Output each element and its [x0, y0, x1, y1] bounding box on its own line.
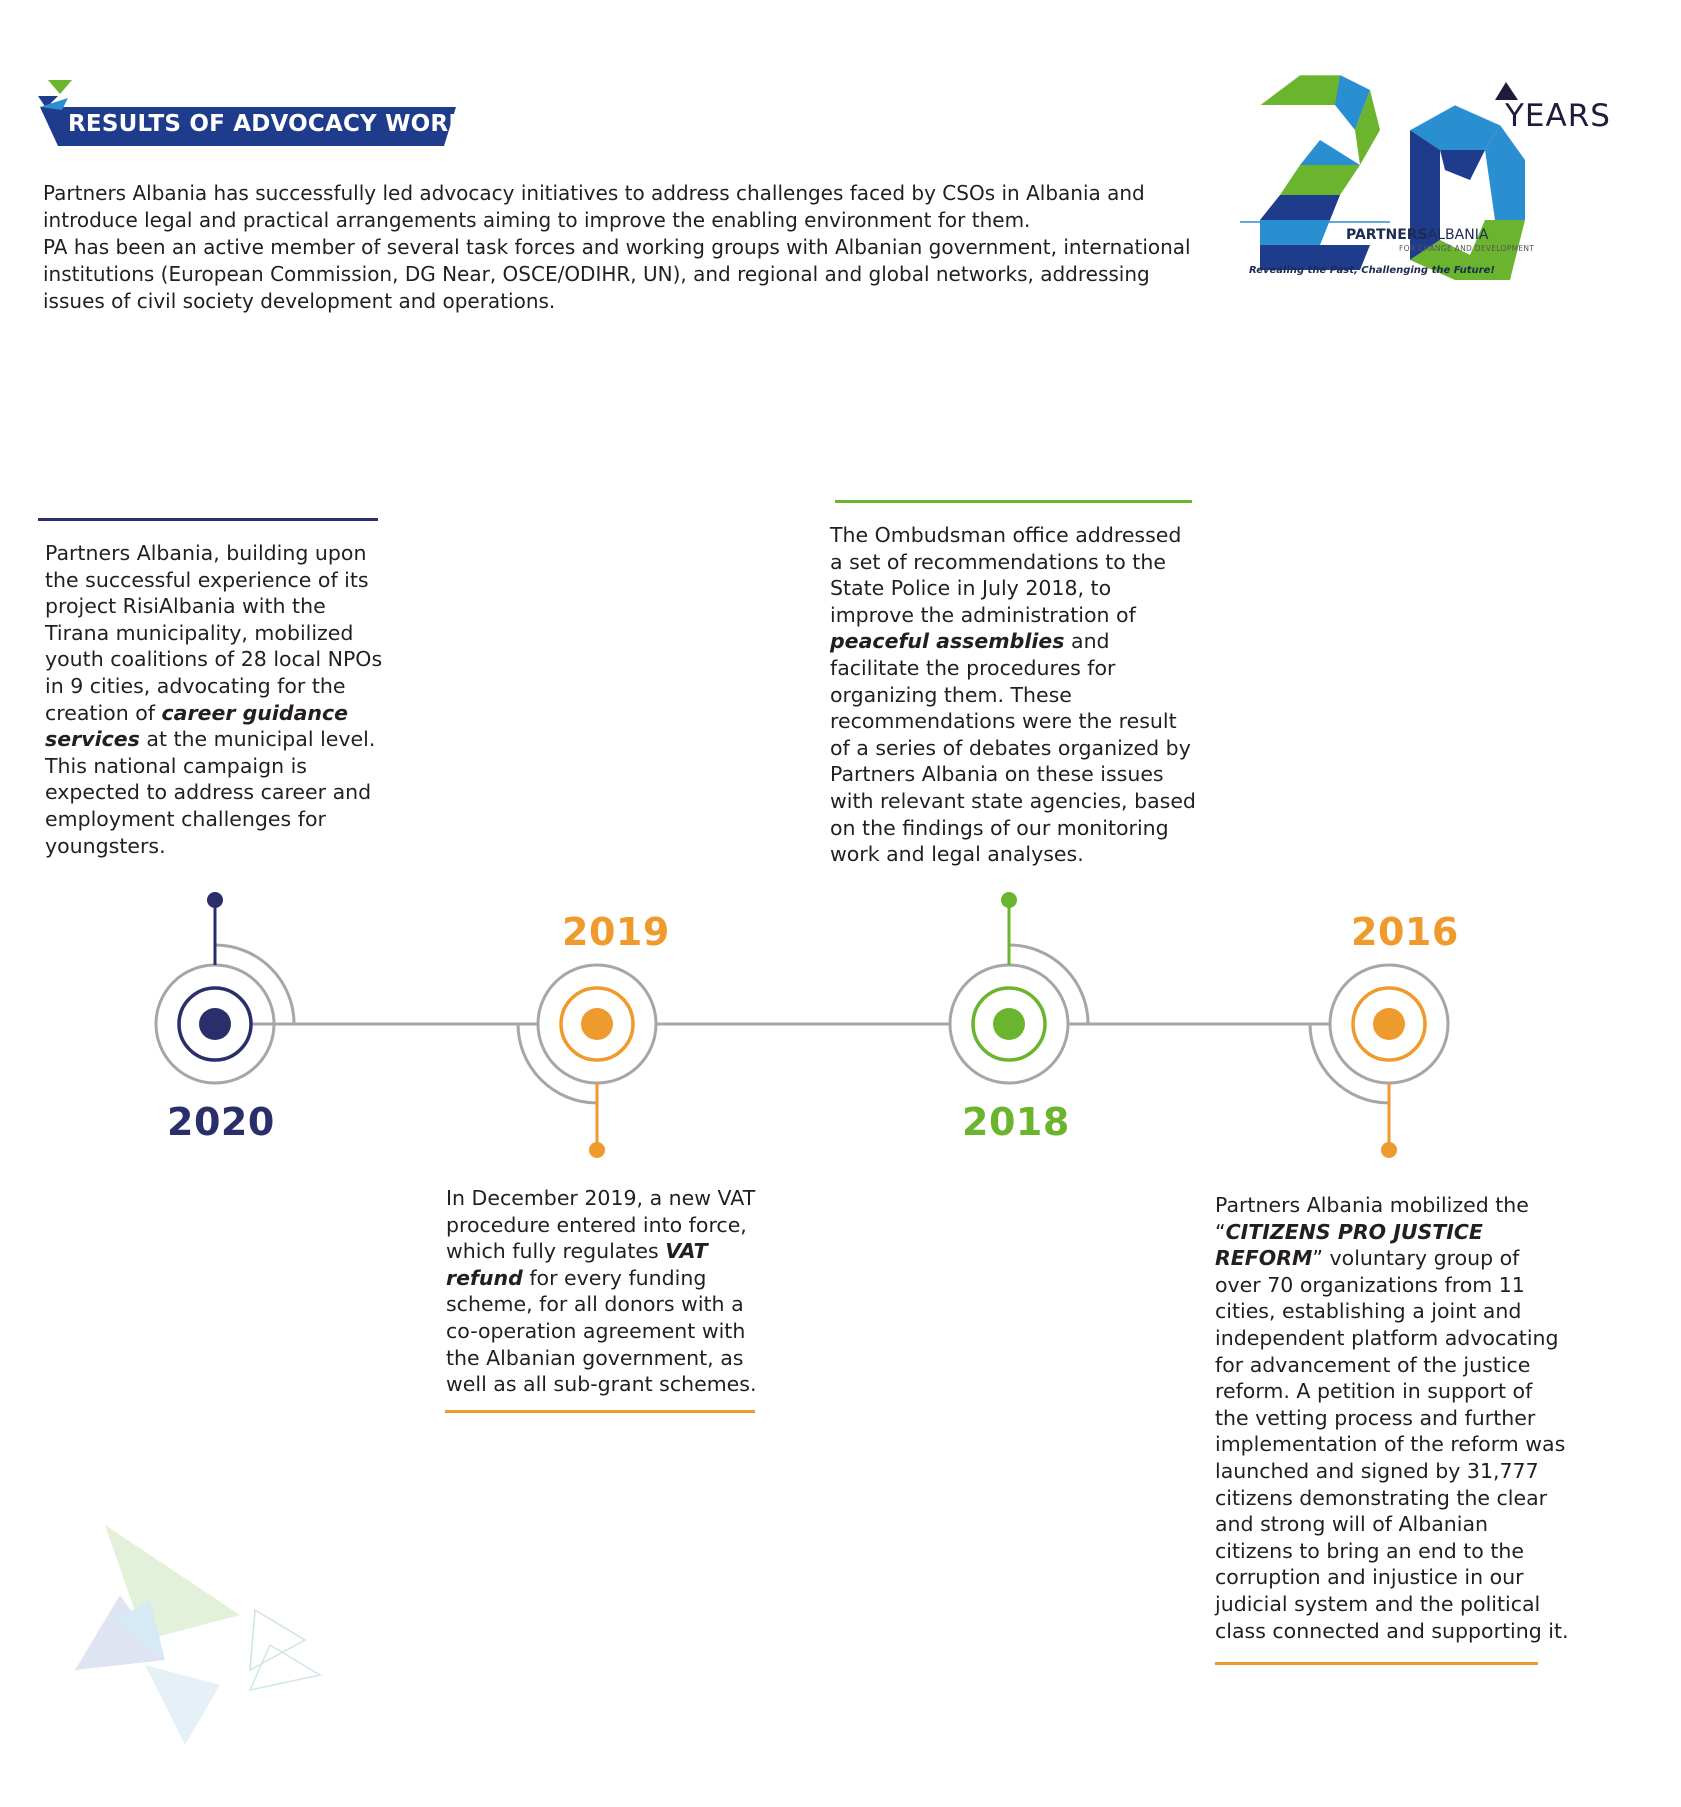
- year-label-2016: 2016: [1351, 910, 1459, 954]
- entry-2016-text-after: ” voluntary group of over 70 organizatio…: [1215, 1246, 1569, 1643]
- logo-tagline: Revealing the Past, Challenging the Futu…: [1249, 265, 1495, 276]
- year-label-2019: 2019: [562, 910, 670, 954]
- year-label-2020: 2020: [167, 1100, 275, 1144]
- intro-text: Partners Albania has successfully led ad…: [43, 180, 1193, 315]
- entry-2020-text-before: Partners Albania, building upon the succ…: [45, 541, 383, 725]
- entry-2018-text-before: The Ombudsman office addressed a set of …: [830, 523, 1182, 627]
- year-label-2018: 2018: [962, 1100, 1070, 1144]
- entry-2019-text-after: for every funding scheme, for all donors…: [446, 1265, 757, 1397]
- entry-2020: Partners Albania, building upon the succ…: [45, 540, 390, 859]
- node-2016: [1308, 963, 1450, 1158]
- node-2019: [516, 963, 658, 1158]
- timeline-graphic: [154, 892, 1450, 1158]
- intro-paragraph-1: Partners Albania has successfully led ad…: [43, 181, 1145, 232]
- logo-brand: PARTNERSALBANIA: [1346, 227, 1488, 243]
- entry-2019-emphasis: VAT refund: [446, 1239, 708, 1290]
- entry-2019-text-before: In December 2019, a new VAT procedure en…: [446, 1186, 756, 1264]
- entry-2020-emphasis: career guidance services: [45, 700, 349, 752]
- entry-2018-text-after: and facilitate the procedures for organi…: [830, 629, 1196, 867]
- page-title: RESULTS OF ADVOCACY WORK: [68, 111, 467, 137]
- node-2018: [948, 892, 1090, 1085]
- rule-2016: [1215, 1662, 1538, 1665]
- entry-2018-emphasis: peaceful assemblies: [830, 629, 1065, 654]
- entry-2016-text-before: Partners Albania mobilized the “: [1215, 1193, 1529, 1244]
- logo-years-text: YEARS: [1505, 98, 1611, 134]
- node-2020: [154, 892, 296, 1085]
- logo-subtitle: FOR CHANGE AND DEVELOPMENT: [1399, 244, 1535, 253]
- entry-2019: In December 2019, a new VAT procedure en…: [446, 1185, 771, 1398]
- decorative-triangles: [75, 1525, 323, 1745]
- logo-brand-light: ALBANIA: [1427, 227, 1489, 243]
- logo-brand-bold: PARTNERS: [1346, 227, 1428, 243]
- entry-2018: The Ombudsman office addressed a set of …: [830, 522, 1198, 868]
- rule-2018: [835, 500, 1192, 503]
- banner-shape: [38, 80, 456, 146]
- entry-2016-emphasis: CITIZENS PRO JUSTICE REFORM: [1215, 1219, 1483, 1271]
- partners-albania-20-years-logo: [1240, 74, 1525, 280]
- rule-2020: [38, 518, 378, 521]
- rule-2019: [445, 1410, 755, 1413]
- intro-paragraph-2: PA has been an active member of several …: [43, 235, 1191, 313]
- entry-2016: Partners Albania mobilized the “CITIZENS…: [1215, 1192, 1570, 1644]
- entry-2020-text-after: at the municipal level. This national ca…: [45, 727, 376, 858]
